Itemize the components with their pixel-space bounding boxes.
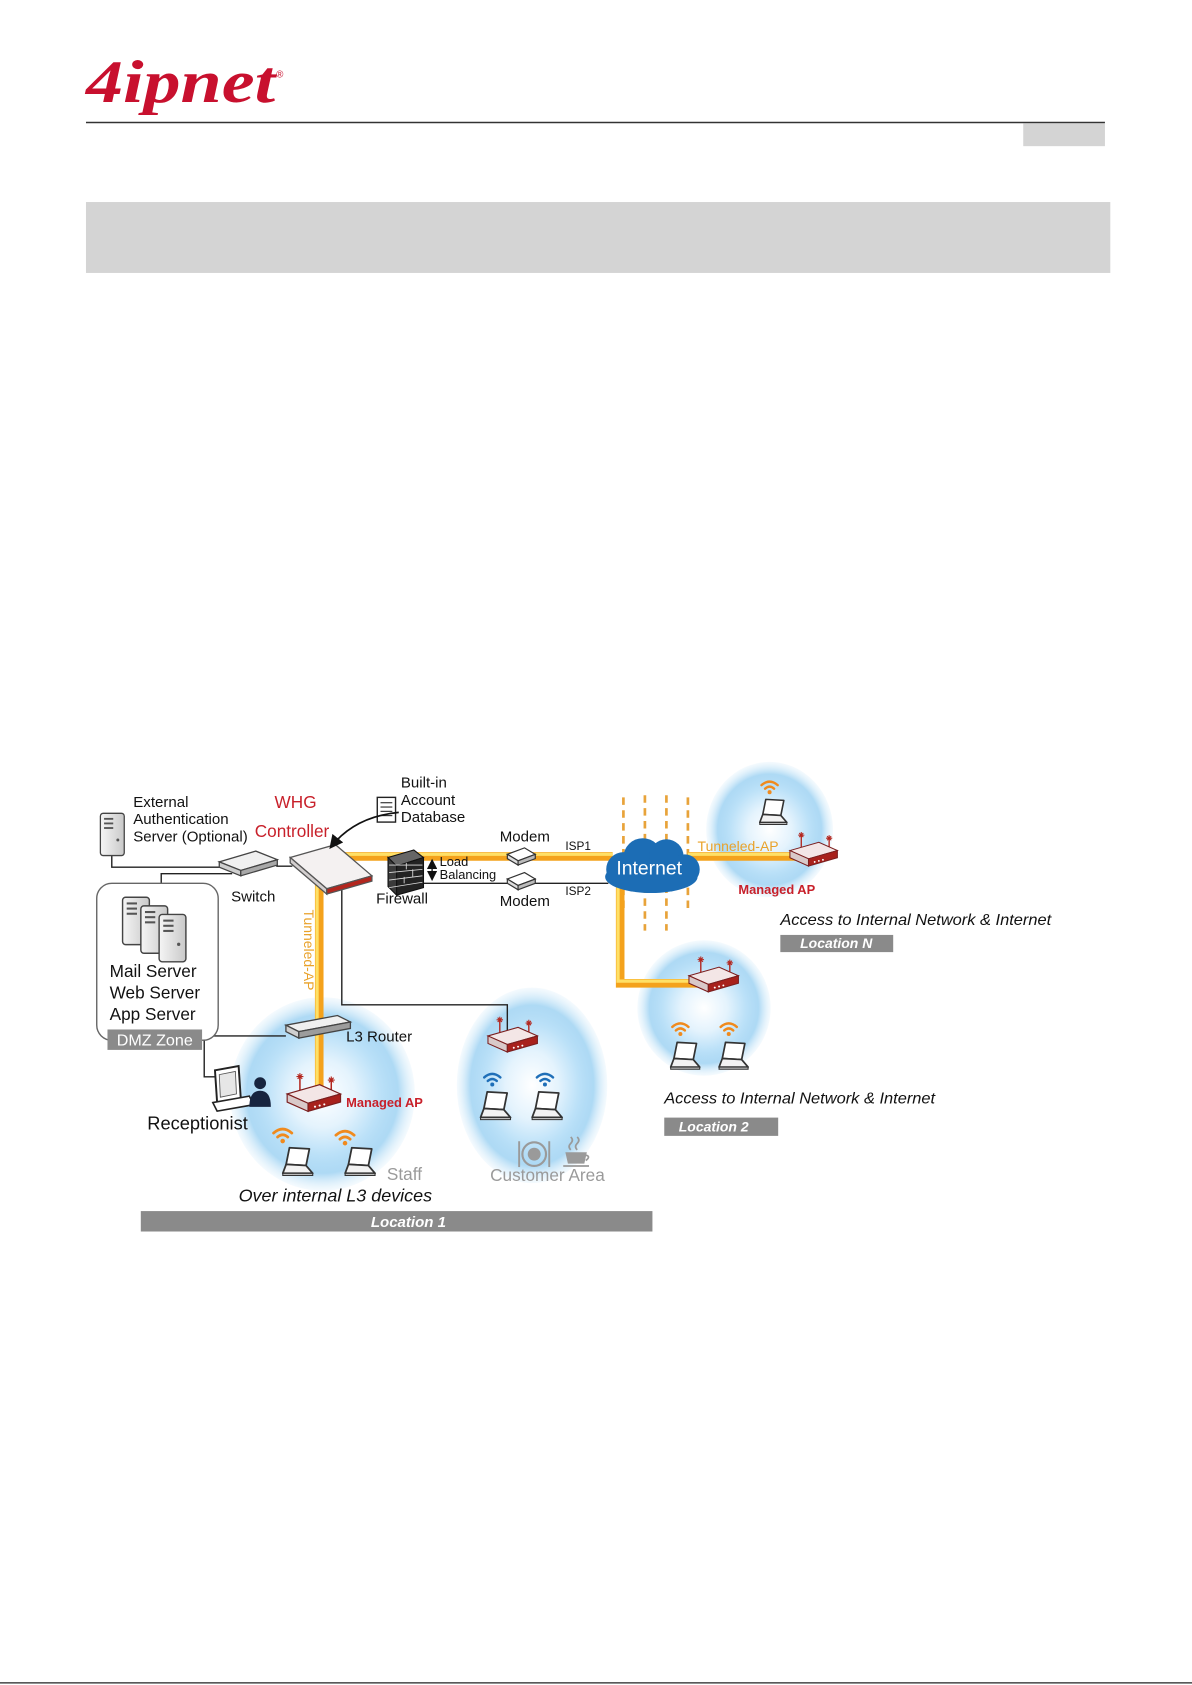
person-icon	[249, 1077, 271, 1107]
brand-logo: 4ipnet	[85, 49, 278, 116]
dmz-server-label-1: Mail Server	[110, 961, 197, 981]
database-label-1: Built-in	[401, 775, 447, 792]
load-balancing-label-1: Load	[440, 854, 469, 869]
tunnel-links	[314, 852, 804, 1097]
section-title-box	[85, 202, 1111, 273]
coffee-cup-icon	[563, 1136, 590, 1167]
l3-router-label: L3 Router	[346, 1028, 412, 1045]
modem-1-label: Modem	[500, 828, 550, 845]
firewall-icon	[386, 849, 425, 897]
modem-2-icon	[505, 871, 537, 891]
network-diagram: External Authentication Server (Optional…	[96, 761, 1053, 1232]
whg-controller-icon	[288, 843, 374, 896]
external-server-label-3: Server (Optional)	[133, 828, 247, 845]
staff-label: Staff	[387, 1164, 422, 1184]
dmz-server-label-2: Web Server	[110, 982, 201, 1002]
internet-cloud-icon	[605, 838, 700, 894]
firewall-label: Firewall	[376, 891, 428, 908]
location-1-caption: Over internal L3 devices	[239, 1185, 433, 1205]
isp-2-label: ISP2	[565, 884, 591, 898]
l3-router-icon	[283, 1014, 353, 1040]
tunneled-ap-label-vertical: Tunneled-AP	[301, 909, 317, 990]
coverage-area-location-2	[637, 940, 771, 1076]
database-document-icon	[376, 796, 397, 823]
monitor-icon	[211, 1064, 255, 1113]
modem-1-icon	[505, 847, 537, 867]
location-n-label: Location N	[800, 935, 873, 951]
tunneled-ap-label-horizontal: Tunneled-AP	[698, 838, 779, 854]
location-1-bar	[140, 1211, 653, 1232]
internet-label: Internet	[616, 858, 682, 880]
controller-label-2: Controller	[255, 821, 330, 841]
modem-2-label: Modem	[500, 893, 550, 910]
switch-icon	[217, 850, 280, 877]
dmz-zone-bar	[107, 1029, 203, 1050]
controller-label-1: WHG	[275, 792, 317, 812]
registered-mark: ®	[276, 69, 283, 80]
page-number-box	[1023, 123, 1105, 147]
database-label-3: Database	[401, 809, 465, 826]
switch-label: Switch	[231, 889, 275, 906]
location-1-label: Location 1	[371, 1214, 446, 1231]
database-label-2: Account	[401, 792, 456, 809]
isp-1-label: ISP1	[565, 839, 591, 853]
location-n-bar	[780, 934, 894, 953]
app-server-icon	[158, 913, 187, 963]
receptionist-label: Receptionist	[147, 1112, 248, 1133]
managed-ap-1-label: Managed AP	[346, 1095, 423, 1110]
location-2-caption: Access to Internal Network & Internet	[663, 1090, 936, 1108]
coverage-area-location-n	[706, 761, 834, 898]
wired-connections	[111, 855, 609, 1078]
dmz-server-label-3: App Server	[110, 1004, 196, 1024]
location-2-label: Location 2	[679, 1119, 749, 1135]
customer-area-label: Customer Area	[490, 1165, 605, 1185]
location-2-bar	[664, 1117, 779, 1136]
page-header: 4ipnet ®	[85, 49, 1105, 147]
managed-ap-n-label: Managed AP	[738, 882, 815, 897]
external-server-label-1: External	[133, 794, 188, 811]
dmz-zone-label: DMZ Zone	[117, 1032, 193, 1050]
location-n-caption: Access to Internal Network & Internet	[779, 911, 1052, 929]
external-server-icon	[99, 812, 125, 857]
load-balancing-label-2: Balancing	[440, 867, 497, 882]
database-arrow	[329, 811, 399, 849]
dining-icon	[518, 1141, 551, 1168]
external-server-label-2: Authentication	[133, 811, 228, 828]
